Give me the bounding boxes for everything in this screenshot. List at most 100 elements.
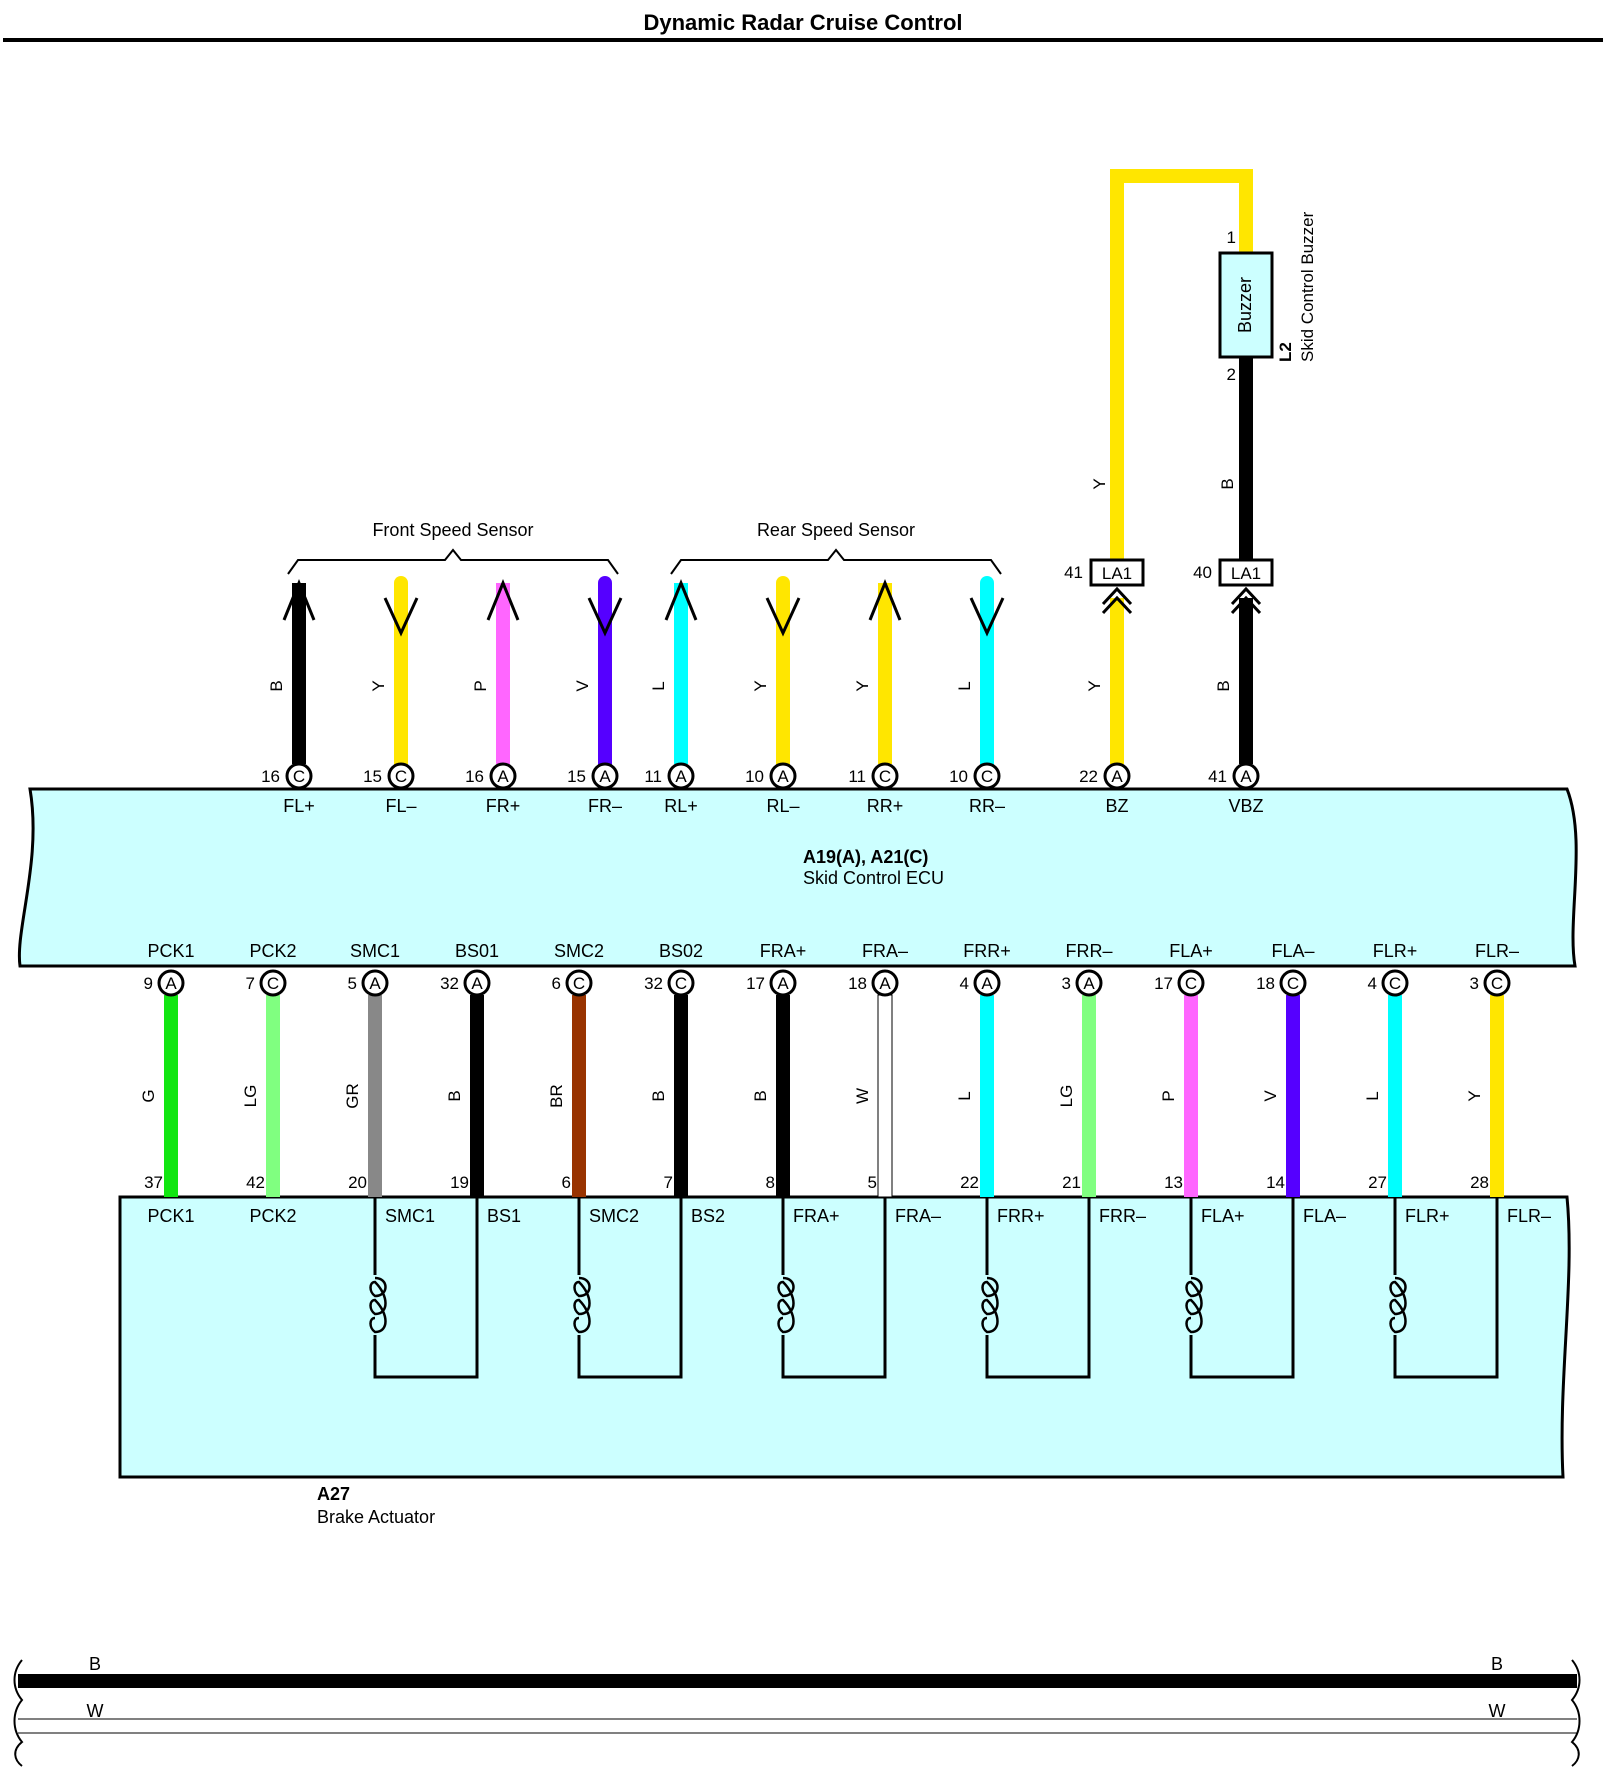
wire-fra-plus-color-label: B <box>751 1090 770 1101</box>
wire-bs01-connector <box>463 969 491 997</box>
wire-pck2-connector-letter: C <box>267 974 279 993</box>
wire-smc2-actuator-pin: 6 <box>562 1173 571 1192</box>
wire-color-bz-upper: Y <box>1090 478 1109 489</box>
upper-wire-group: BC16FL+YC15FL–PA16FR+VA15FR–LA11RL+YA10R… <box>261 558 1274 816</box>
wire-rl-plus-color-label: L <box>649 681 668 690</box>
wire-fla-plus-actuator-pin: 13 <box>1164 1173 1183 1192</box>
wire-flr-minus-actuator-pin: 28 <box>1470 1173 1489 1192</box>
wire-frr-plus-color-label: L <box>955 1091 974 1100</box>
actuator-code: A27 <box>317 1484 350 1504</box>
wire-vbz-junction-connector <box>1218 558 1274 587</box>
wire-flr-plus-connector-letter: C <box>1389 974 1401 993</box>
wire-fla-minus-ecu-terminal: FLA– <box>1271 941 1314 961</box>
wire-smc1-ecu-terminal: SMC1 <box>350 941 400 961</box>
wire-pck1-connector <box>157 969 185 997</box>
wire-bs01-color-label: B <box>445 1090 464 1101</box>
wire-bz-terminal: BZ <box>1105 796 1128 816</box>
wire-fla-plus-actuator-terminal: FLA+ <box>1201 1206 1245 1226</box>
wire-frr-minus-connector-letter: A <box>1083 974 1095 993</box>
wire-fl-minus-arrow-down <box>383 597 419 637</box>
wire-bz-pin-number: 22 <box>1079 767 1098 786</box>
wire-flr-plus-ecu-terminal: FLR+ <box>1373 941 1418 961</box>
wire-fr-minus-arrow-down <box>587 597 623 637</box>
wire-bz-connector <box>1103 762 1131 790</box>
wire-fra-minus-connector-letter: A <box>879 974 891 993</box>
wire-fra-minus-ecu-pin: 18 <box>848 974 867 993</box>
solenoid-coil-icon <box>573 1276 591 1334</box>
wire-rr-minus-arrow-down <box>969 597 1005 637</box>
wire-smc2-connector-letter: C <box>573 974 585 993</box>
wire-flr-minus-color-label: Y <box>1465 1090 1484 1101</box>
wire-bs02-connector <box>667 969 695 997</box>
wire-rl-minus-connector <box>769 762 797 790</box>
wire-fla-plus-ecu-terminal: FLA+ <box>1169 941 1213 961</box>
wire-bz-connector-letter: A <box>1111 767 1123 786</box>
solenoid-coil-icon <box>369 1276 387 1334</box>
wire-smc2-connector <box>565 969 593 997</box>
wire-bs01-connector-letter: A <box>471 974 483 993</box>
legend-b-right: B <box>1491 1654 1503 1674</box>
wire-rl-plus-pin-number: 11 <box>644 767 662 786</box>
solenoid-coil-icon <box>1389 1276 1407 1334</box>
wire-bs02-actuator-pin: 7 <box>664 1173 673 1192</box>
wire-fr-plus-color-label: P <box>471 680 490 691</box>
wire-fra-plus-actuator-terminal: FRA+ <box>793 1206 840 1226</box>
wire-smc1-actuator-terminal: SMC1 <box>385 1206 435 1226</box>
wire-fra-plus-ecu-pin: 17 <box>746 974 765 993</box>
wire-smc1-connector <box>361 969 389 997</box>
wire-pck1-ecu-pin: 9 <box>144 974 153 993</box>
wire-fr-plus-pin-number: 16 <box>465 767 484 786</box>
wire-pck1-connector-letter: A <box>165 974 177 993</box>
wire-bs01-ecu-terminal: BS01 <box>455 941 499 961</box>
wire-pck1-color-label: G <box>139 1089 158 1102</box>
wire-fla-plus-ecu-pin: 17 <box>1154 974 1173 993</box>
front-speed-sensor-label: Front Speed Sensor <box>372 520 533 540</box>
wire-bs02-color-label: B <box>649 1090 668 1101</box>
wire-pck1-actuator-pin: 37 <box>144 1173 163 1192</box>
wire-fr-plus-arrow-up <box>486 579 520 621</box>
wire-rr-plus-arrow-up <box>868 579 902 621</box>
wire-rl-plus-connector <box>667 762 695 790</box>
wire-rr-minus-terminal: RR– <box>969 796 1005 816</box>
wire-fra-plus-connector-letter: A <box>777 974 789 993</box>
wire-smc2-actuator-terminal: SMC2 <box>589 1206 639 1226</box>
front-sensor-brace <box>287 548 619 575</box>
wire-fla-minus-actuator-terminal: FLA– <box>1303 1206 1346 1226</box>
wire-fra-minus <box>877 994 893 1198</box>
wire-smc1-connector-letter: A <box>369 974 381 993</box>
wire-rr-plus-connector <box>871 762 899 790</box>
legend-break-right <box>1570 1659 1581 1767</box>
actuator-name: Brake Actuator <box>317 1507 435 1527</box>
wire-pck2-actuator-terminal: PCK2 <box>249 1206 296 1226</box>
wire-fla-minus-actuator-pin: 14 <box>1266 1173 1285 1192</box>
wire-vbz-connector-letter: A <box>1240 767 1252 786</box>
wire-smc1-color-label: GR <box>343 1083 362 1109</box>
wire-rl-minus-color-label: Y <box>751 680 770 691</box>
buzzer-pin1: 1 <box>1227 228 1236 247</box>
wire-bs02-actuator-terminal: BS2 <box>691 1206 725 1226</box>
wire-fla-plus-connector <box>1177 969 1205 997</box>
page-title: Dynamic Radar Cruise Control <box>643 10 962 35</box>
lower-wire-group: PCK1A9G37PCK1PCK2C7LG42PCK2SMC1A5GR20SMC… <box>139 941 1551 1226</box>
wire-fl-plus-color-label: B <box>267 680 286 691</box>
wire-frr-minus-actuator-terminal: FRR– <box>1099 1206 1146 1226</box>
wire-fla-plus-color-label: P <box>1159 1090 1178 1101</box>
wire-vbz-terminal: VBZ <box>1228 796 1263 816</box>
wire-fra-minus-actuator-pin: 5 <box>868 1173 877 1192</box>
wire-fl-plus-pin-number: 16 <box>261 767 280 786</box>
legend-break-left <box>13 1659 24 1767</box>
wire-bs01-actuator-pin: 19 <box>450 1173 469 1192</box>
wire-frr-plus-connector <box>973 969 1001 997</box>
wire-flr-plus-actuator-terminal: FLR+ <box>1405 1206 1450 1226</box>
wire-vbz-junction-label: LA1 <box>1231 564 1261 583</box>
wire-fl-plus-terminal: FL+ <box>283 796 315 816</box>
wire-fra-minus-ecu-terminal: FRA– <box>862 941 908 961</box>
wire-pck1-ecu-terminal: PCK1 <box>147 941 194 961</box>
wire-fla-minus-ecu-pin: 18 <box>1256 974 1275 993</box>
buzzer-pin2: 2 <box>1227 365 1236 384</box>
wire-fr-minus-pin-number: 15 <box>567 767 586 786</box>
wire-rr-plus-color-label: Y <box>853 680 872 691</box>
wire-fra-plus-ecu-terminal: FRA+ <box>760 941 807 961</box>
wire-rl-plus-connector-letter: A <box>675 767 687 786</box>
